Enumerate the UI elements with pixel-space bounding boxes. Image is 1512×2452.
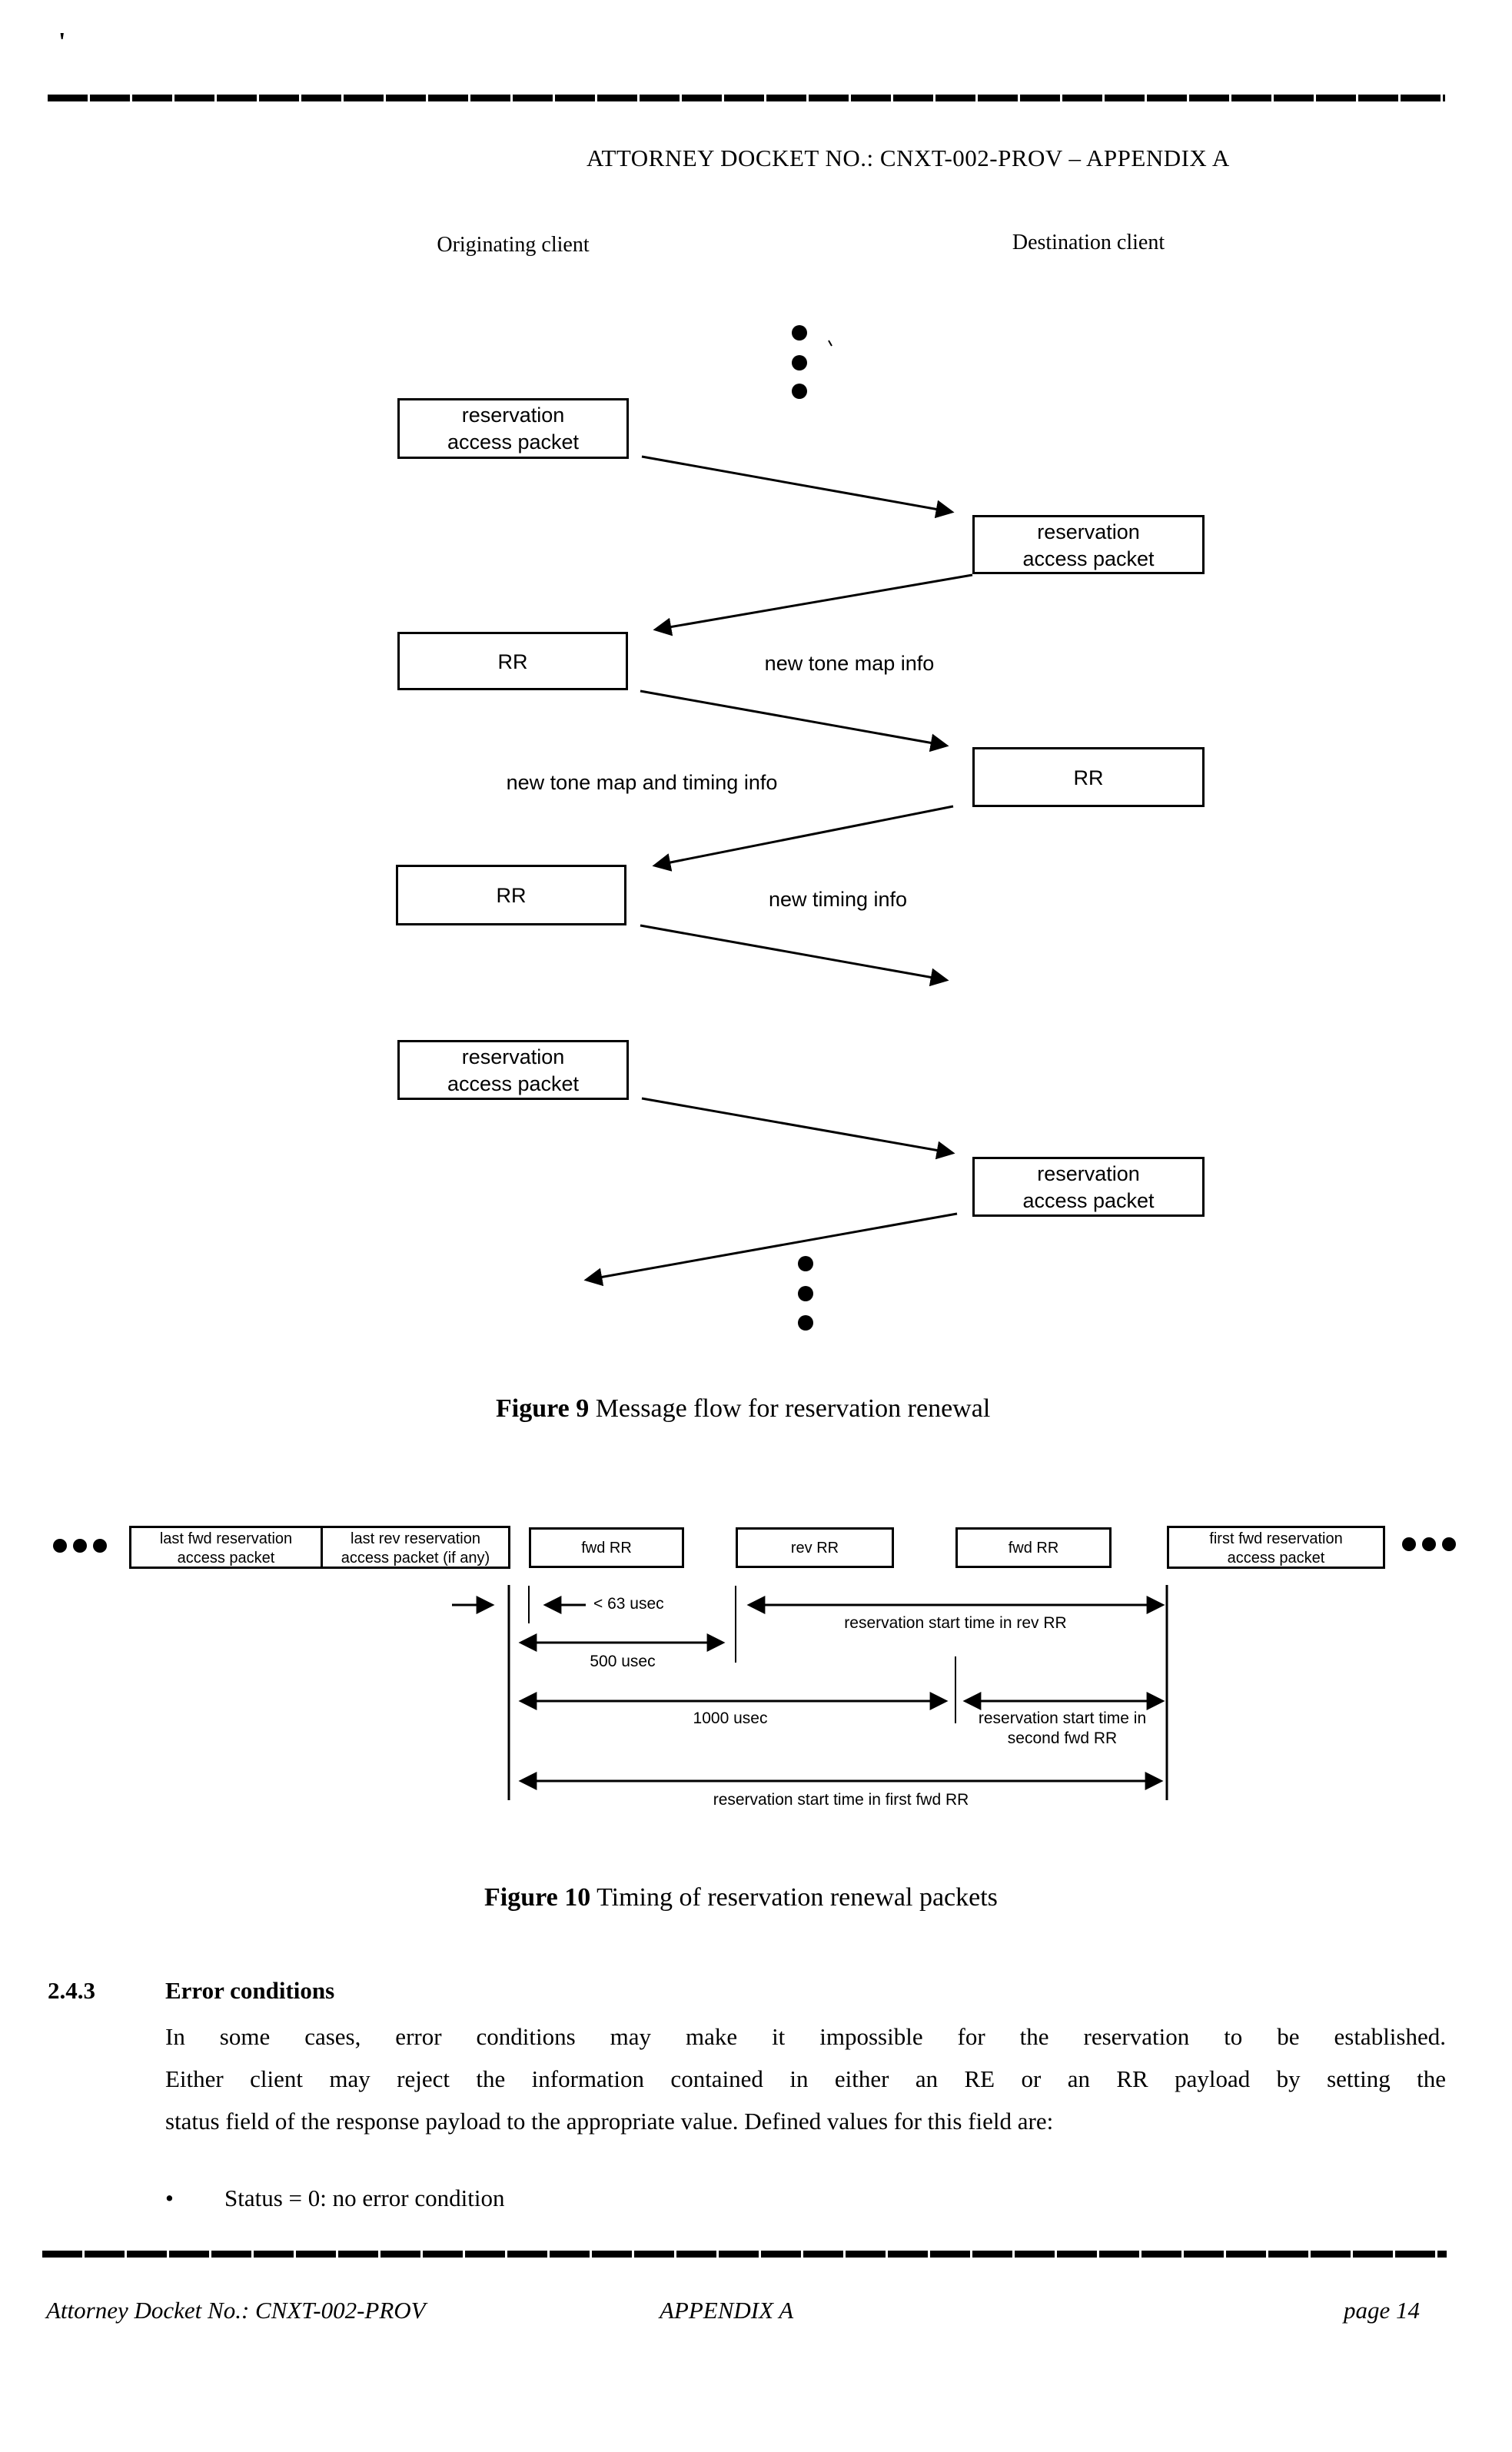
box-line: access packet [1022,547,1155,570]
arrow-rr-rev [652,805,954,872]
paragraph-line: In some cases, error conditions may make… [165,2023,1446,2050]
box-fwd-rr-2: fwd RR [955,1527,1112,1568]
stray-scan-mark: ' [58,28,66,56]
figure9-arrows [583,455,973,1287]
box-line: reservation [461,404,565,427]
label-under-63-usec: < 63 usec [593,1595,664,1613]
arrow-reservation-1-fwd [641,455,955,519]
label-reservation-start-rev-rr: reservation start time in rev RR [844,1614,1067,1632]
figure10-caption-number: Figure 10 [484,1883,591,1912]
box-line: reservation [461,1045,565,1068]
section-number: 2.4.3 [48,1977,95,2004]
figure10-right-ellipsis-dots [1402,1537,1456,1551]
box-line: rev RR [790,1540,839,1557]
figure10-reference-lines [507,1585,1168,1800]
destination-client-label: Destination client [1012,231,1165,254]
figure9-top-ellipsis-dots [792,325,832,399]
box-orig-reservation-access-packet-1: reservation access packet [397,398,629,459]
figure9-caption-number: Figure 9 [496,1394,590,1423]
box-orig-rr-1: RR [397,632,628,690]
arrow-reservation-2-fwd [641,1097,955,1160]
box-line: fwd RR [581,1540,632,1557]
footer-docket-number: Attorney Docket No.: CNXT-002-PROV [46,2297,426,2324]
box-orig-reservation-access-packet-2: reservation access packet [397,1040,629,1100]
box-line: access packet (if any) [341,1550,490,1567]
bullet-marker: • [165,2185,174,2211]
box-dest-reservation-access-packet-2: reservation access packet [972,1157,1205,1217]
figure10-left-ellipsis-dots [53,1539,107,1553]
box-line: last rev reservation [351,1530,480,1547]
arrow-reservation-2-rev [583,1212,958,1287]
box-line: fwd RR [1008,1540,1059,1557]
box-line: reservation [1037,520,1140,543]
arrow-new-timing-fwd [640,924,949,987]
box-dest-rr: RR [972,747,1205,807]
label-new-timing-info: new timing info [768,888,908,911]
arrow-rr-fwd [640,689,949,753]
box-line: reservation [1037,1162,1140,1185]
label-reservation-start-second-fwd-line2: second fwd RR [1007,1729,1118,1747]
header-docket-title: ATTORNEY DOCKET NO.: CNXT-002-PROV – APP… [587,145,1230,171]
label-new-tone-map-and-timing-info: new tone map and timing info [506,771,778,794]
box-line: access packet [1227,1550,1325,1567]
paragraph-line: status field of the response payload to … [165,2108,1054,2135]
figure9-caption: Figure 9 Message flow for reservation re… [496,1394,990,1424]
box-line: RR [1073,766,1104,789]
paragraph-line: Either client may reject the information… [165,2065,1446,2092]
label-1000-usec: 1000 usec [693,1709,768,1727]
footer-appendix-label: APPENDIX A [660,2297,794,2324]
box-line: RR [497,650,528,673]
label-500-usec: 500 usec [590,1653,656,1670]
box-line: access packet [1022,1189,1155,1212]
box-line: last fwd reservation [159,1530,293,1547]
box-last-fwd-reservation-access-packet: last fwd reservation access packet [129,1526,323,1569]
figure9-bottom-ellipsis-dots [798,1256,813,1331]
box-orig-rr-2: RR [396,865,626,925]
bullet-status-0: Status = 0: no error condition [224,2185,505,2211]
label-reservation-start-first-fwd: reservation start time in first fwd RR [713,1791,969,1809]
box-line: access packet [447,430,580,454]
top-divider-rule [48,95,1445,101]
originating-client-label: Originating client [437,233,590,257]
section-heading: Error conditions [165,1977,335,2004]
box-line: first fwd reservation [1209,1530,1343,1547]
figure10-dimension-arrows [452,1596,1165,1790]
figure9-caption-text: Message flow for reservation renewal [589,1394,991,1423]
box-dest-reservation-access-packet-1: reservation access packet [972,515,1205,574]
box-fwd-rr-1: fwd RR [529,1527,684,1568]
box-line: access packet [177,1550,275,1567]
box-rev-rr: rev RR [736,1527,894,1568]
box-line: access packet [447,1072,580,1095]
footer-divider-rule [42,2251,1447,2258]
box-line: RR [496,884,527,907]
box-first-fwd-reservation-access-packet: first fwd reservation access packet [1167,1526,1385,1569]
label-new-tone-map-info: new tone map info [764,652,935,675]
figure10-caption: Figure 10 Timing of reservation renewal … [484,1883,998,1912]
footer-page-number: page 14 [1344,2297,1421,2324]
box-last-rev-reservation-access-packet: last rev reservation access packet (if a… [321,1526,510,1569]
figure10-caption-text: Timing of reservation renewal packets [590,1883,998,1912]
label-reservation-start-second-fwd-line1: reservation start time in [978,1709,1147,1727]
arrow-reservation-1-rev [653,573,973,636]
